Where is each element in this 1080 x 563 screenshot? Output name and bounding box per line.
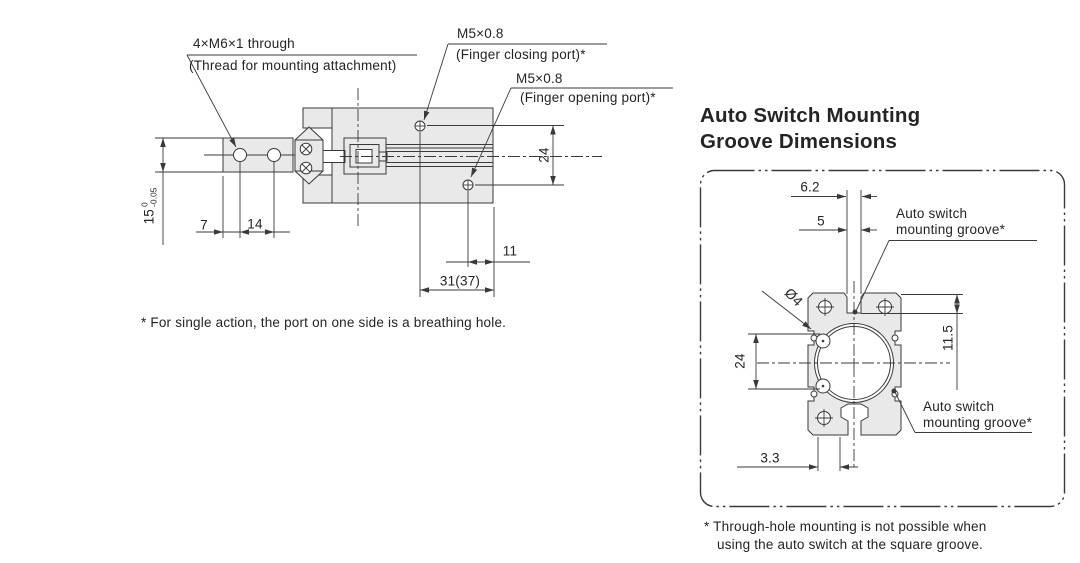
label-bottom-groove-line1: Auto switch (923, 399, 995, 414)
groove-cross-section (757, 281, 950, 469)
right-panel-title-line1: Auto Switch Mounting (700, 104, 921, 127)
dim-finger-height-tol-lower: -0.05 (148, 187, 158, 207)
label-top-groove-line2: mounting groove* (896, 222, 1006, 237)
dim-hole-spacing: 24 (732, 353, 748, 369)
right-footnote-line2: using the auto switch at the square groo… (717, 537, 984, 552)
dim-finger-height-value: 15 (141, 208, 157, 225)
label-top-groove-line1: Auto switch (896, 206, 968, 221)
left-footnote: * For single action, the port on one sid… (141, 315, 507, 330)
callout-mounting-thread-line2: (Thread for mounting attachment) (189, 58, 397, 73)
right-panel-title-line2: Groove Dimensions (700, 129, 898, 153)
callout-finger-opening-line1: M5×0.8 (516, 71, 563, 86)
right-panel-title: Auto Switch Mounting Groove Dimensions (700, 103, 920, 154)
dim-port-position: 31(37) (439, 273, 481, 289)
dim-hole-edge-offset: 7 (200, 217, 208, 233)
label-bottom-groove-line2: mounting groove* (923, 415, 1033, 430)
dim-groove-offset: 3.3 (760, 450, 780, 466)
dim-groove-outer-width: 6.2 (800, 179, 820, 195)
left-dimension-lines (155, 43, 673, 297)
dim-hole-pitch: 14 (247, 216, 263, 232)
callout-mounting-thread-line1: 4×M6×1 through (193, 36, 295, 51)
callout-finger-opening-line2: (Finger opening port)* (520, 90, 656, 105)
right-footnote-line1: * Through-hole mounting is not possible … (704, 519, 987, 534)
dim-port-to-edge: 11 (502, 243, 518, 259)
right-dimension-lines (699, 169, 1066, 508)
dim-groove-inner-width: 5 (817, 213, 825, 229)
gripper-side-view (204, 88, 602, 228)
callout-finger-closing-line1: M5×0.8 (457, 26, 504, 41)
dim-groove-depth: 11.5 (940, 324, 956, 352)
callout-finger-closing-line2: (Finger closing port)* (456, 47, 586, 62)
dim-port-vertical-spacing: 24 (536, 147, 552, 163)
